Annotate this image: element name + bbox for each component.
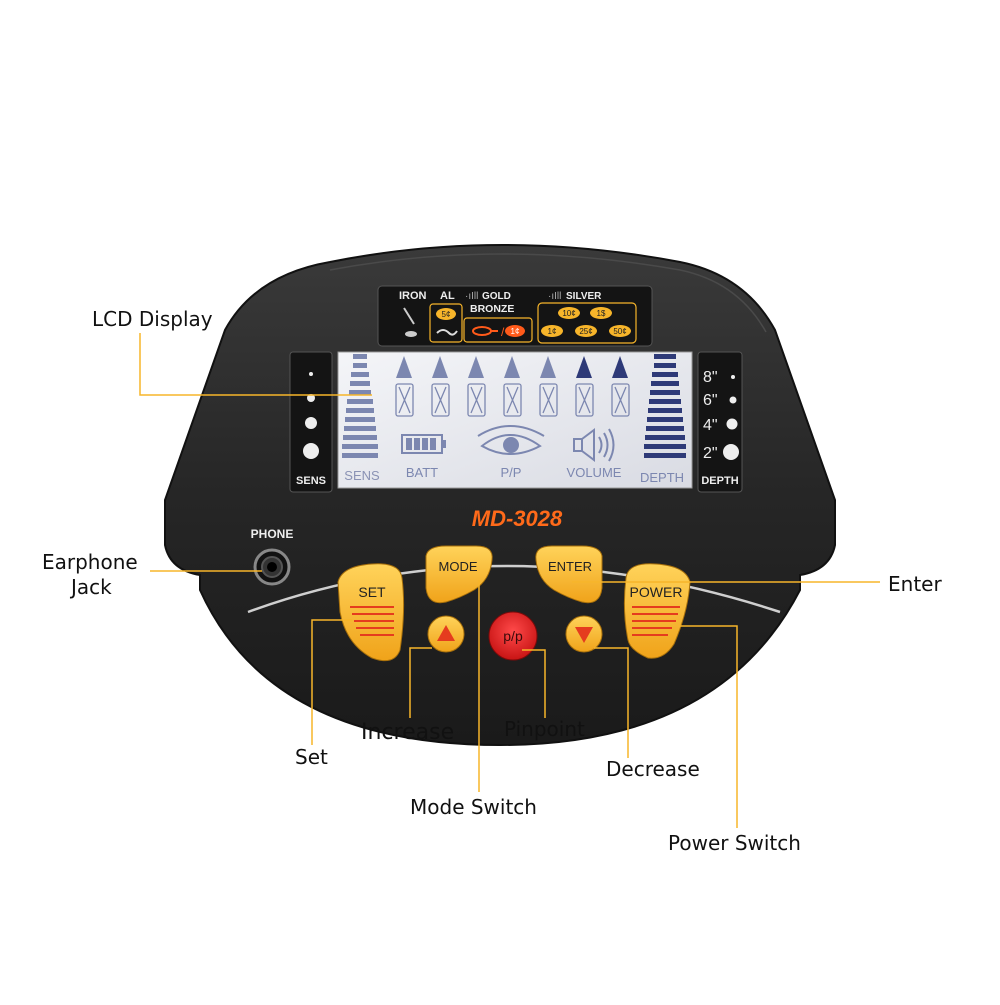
coin-50c-label: 50¢ (613, 327, 626, 336)
power-button-label: POWER (630, 584, 683, 600)
mode-button-label: MODE (439, 559, 478, 574)
power-switch-leader (680, 625, 738, 828)
metal-silver-label: SILVER (566, 291, 602, 302)
coin-5c-label: 5¢ (442, 310, 451, 319)
pinpoint-button[interactable]: p/p (488, 611, 538, 661)
coin-25c-label: 25¢ (579, 327, 592, 336)
decrease-button[interactable] (565, 615, 603, 653)
housing-highlight (329, 253, 767, 333)
pulltab-icon (436, 329, 458, 336)
set-button-stripes (350, 606, 394, 636)
battery-icon (401, 434, 446, 454)
callout-enter: Enter (888, 572, 942, 596)
set-leader (311, 619, 352, 745)
callout-earphone-jack-line2: Jack (71, 575, 112, 599)
earphone-jack[interactable] (253, 548, 291, 586)
pinpoint-button-label: p/p (503, 628, 523, 644)
metal-silver-bars: ·ıIll (548, 291, 561, 302)
metal-iron-label: IRON (399, 290, 427, 302)
pinpoint-leader (522, 649, 546, 718)
depth-mark-4: 4" (703, 417, 718, 434)
power-button-stripes (632, 606, 680, 636)
enter-button[interactable]: ENTER (535, 545, 603, 604)
callout-power-switch: Power Switch (668, 831, 801, 855)
metal-gold-bars: ·ıIll (465, 291, 478, 302)
coin-1dollar-label: 1$ (597, 309, 606, 318)
callout-earphone-jack-line1: Earphone (42, 550, 138, 574)
model-label: MD-3028 (472, 506, 563, 531)
lcd-screen: SENS BATT (337, 351, 693, 489)
metal-bronze-label: BRONZE (470, 303, 514, 315)
power-button[interactable]: POWER (623, 563, 691, 659)
lcd-volume-label: VOLUME (567, 465, 622, 480)
coin-50c-icon (609, 325, 631, 337)
callout-mode-switch: Mode Switch (410, 795, 537, 819)
sens-panel-label: SENS (296, 475, 326, 487)
depth-mark-8: 8" (703, 369, 718, 386)
lcd-target-indicators (396, 356, 628, 378)
depth-mark-2: 2" (703, 445, 718, 462)
mode-button[interactable]: MODE (425, 545, 493, 604)
decrease-leader (594, 647, 629, 758)
speaker-icon (573, 428, 615, 462)
depth-panel-label: DEPTH (701, 475, 738, 487)
lcd-display-leader (139, 333, 372, 396)
depth-panel: 8" 6" 4" 2" DEPTH (697, 351, 743, 493)
depth-mark-6: 6" (703, 392, 718, 409)
callout-increase: Increase (361, 720, 455, 745)
coin-10c-label: 10¢ (562, 309, 575, 318)
coin-5c-icon (436, 308, 456, 320)
callout-set: Set (295, 745, 328, 769)
coin-1c-bronze-label: 1¢ (511, 327, 520, 336)
callout-lcd-display: LCD Display (92, 307, 213, 331)
coin-1dollar-icon (590, 307, 612, 319)
down-arrow-icon (575, 627, 593, 643)
lcd-pp-label: P/P (501, 465, 522, 480)
metal-scale-panel: IRON AL ·ıIll GOLD BRONZE ·ıIll SILVER 5… (377, 285, 653, 347)
panel-arc (247, 564, 781, 614)
increase-button[interactable] (427, 615, 465, 653)
sens-dot-1 (309, 372, 313, 376)
up-arrow-icon (437, 625, 455, 641)
foil-icon (405, 331, 417, 337)
lcd-notch-boxes (395, 383, 630, 417)
increase-leader (409, 647, 432, 718)
sens-dot-3 (305, 417, 317, 429)
phone-label: PHONE (251, 527, 294, 541)
sens-dot-2 (307, 394, 315, 402)
lcd-sens-label: SENS (344, 468, 380, 483)
callout-lines (139, 333, 880, 828)
sens-panel: SENS (289, 351, 333, 493)
slash-icon: / (501, 325, 505, 339)
nail-icon (403, 307, 415, 325)
eye-icon (477, 425, 545, 455)
coin-1c-silver-icon (541, 325, 563, 337)
lcd-sens-bars (342, 354, 378, 458)
callout-pinpoint: Pinpoint (504, 717, 585, 741)
lcd-batt-label: BATT (406, 465, 438, 480)
metal-gold-label: GOLD (482, 291, 511, 302)
coin-25c-icon (575, 325, 597, 337)
coin-10c-icon (558, 307, 580, 319)
lcd-depth-label: DEPTH (640, 470, 684, 485)
set-button-label: SET (358, 584, 386, 600)
callout-decrease: Decrease (606, 757, 700, 781)
lcd-depth-bars (644, 354, 686, 458)
metal-al-label: AL (440, 290, 455, 302)
set-button[interactable]: SET (337, 563, 405, 662)
sens-dot-4 (303, 443, 319, 459)
coin-1c-bronze-icon (505, 325, 525, 337)
enter-button-label: ENTER (548, 559, 592, 574)
coin-1c-silver-label: 1¢ (548, 327, 557, 336)
